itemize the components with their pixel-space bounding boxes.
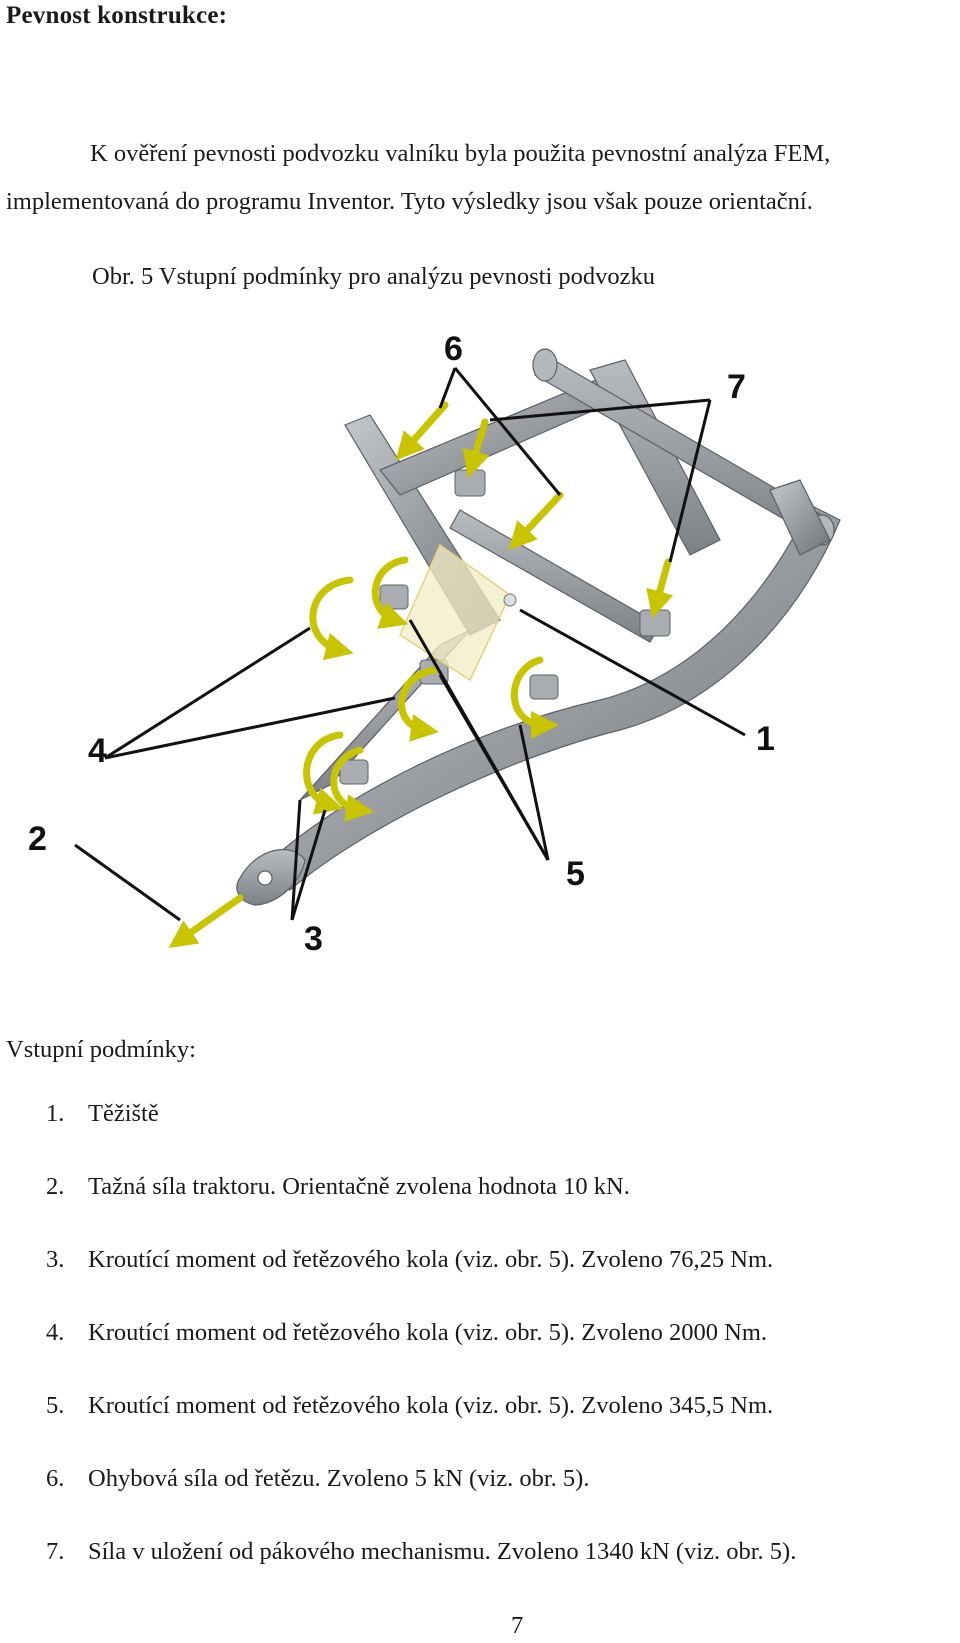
label-6: 6	[444, 330, 463, 368]
centroid-box	[399, 543, 511, 682]
force-arrow-6a	[395, 401, 449, 461]
label-7: 7	[727, 368, 746, 406]
centroid-point	[503, 593, 517, 607]
leader-6a	[438, 367, 457, 409]
intro-line-1: K ověření pevnosti podvozku valníku byla…	[90, 140, 831, 167]
force-arrow-6b	[508, 491, 564, 551]
force-arrow-7b	[646, 558, 674, 619]
list-item-number: 1.	[46, 1100, 65, 1127]
leader-6b	[453, 367, 562, 496]
list-item-number: 7.	[46, 1538, 65, 1565]
leader-3a	[290, 799, 302, 921]
torque-arc-3a	[303, 731, 344, 815]
leader-4a	[104, 626, 311, 760]
torque-arc-5b	[510, 656, 559, 739]
list-item-number: 2.	[46, 1173, 65, 1200]
leader-5c	[518, 724, 550, 861]
leader-4b	[104, 696, 396, 760]
force-arrow-2	[168, 894, 244, 949]
frame-right-post	[769, 479, 831, 556]
label-4: 4	[88, 732, 107, 770]
figure-caption: Obr. 5 Vstupní podmínky pro analýzu pevn…	[92, 263, 655, 290]
chassis-figure: 1 2 3 4 5 6 7	[0, 330, 960, 1010]
force-arrow-7a	[462, 418, 490, 479]
leader-7b	[668, 399, 712, 563]
frame-main-rail	[253, 504, 841, 891]
chassis-diagram: 1 2 3 4 5 6 7	[28, 330, 841, 958]
list-item-text: Kroutící moment od řetězového kola (viz.…	[88, 1392, 774, 1419]
list-item-text: Kroutící moment od řetězového kola (viz.…	[88, 1319, 768, 1346]
torque-arc-4b	[371, 556, 409, 629]
conditions-title: Vstupní podmínky:	[6, 1036, 196, 1063]
bearing-block-5	[529, 674, 559, 700]
list-item-number: 6.	[46, 1465, 65, 1492]
label-5: 5	[566, 855, 585, 893]
section-heading: Pevnost konstrukce:	[6, 2, 228, 29]
drawbar-hole	[257, 870, 273, 886]
leader-7a	[489, 398, 711, 422]
bearing-block-3	[379, 584, 409, 610]
torque-arc-3b	[330, 746, 374, 822]
bearing-block-6	[339, 759, 369, 785]
label-3: 3	[304, 920, 323, 958]
cross-tube-middle	[449, 509, 661, 643]
leader-2	[74, 843, 181, 922]
list-item-number: 5.	[46, 1392, 65, 1419]
list-item-text: Síla v uložení od pákového mechanismu. Z…	[88, 1538, 797, 1565]
label-2: 2	[28, 820, 47, 858]
leader-3b	[290, 809, 327, 921]
list-item-text: Kroutící moment od řetězového kola (viz.…	[88, 1246, 774, 1273]
intro-line-2: implementovaná do programu Inventor. Tyt…	[6, 188, 813, 215]
leader-5b	[438, 674, 550, 861]
list-item-text: Tažná síla traktoru. Orientačně zvolena …	[88, 1173, 630, 1200]
torque-arc-4a	[309, 576, 354, 661]
leader-1	[519, 608, 746, 737]
list-item-number: 4.	[46, 1319, 65, 1346]
page-number: 7	[511, 1612, 524, 1639]
label-1: 1	[756, 720, 775, 758]
bearing-block-2	[639, 609, 671, 637]
list-item-number: 3.	[46, 1246, 65, 1273]
list-item-text: Ohybová síla od řetězu. Zvoleno 5 kN (vi…	[88, 1465, 590, 1492]
list-item-text: Těžiště	[88, 1100, 159, 1127]
torque-arc-5a	[398, 666, 439, 742]
cross-tube-top-end	[532, 348, 558, 382]
bearing-block-1	[454, 469, 486, 497]
intro-paragraph: K ověření pevnosti podvozku valníku byla…	[6, 130, 956, 226]
